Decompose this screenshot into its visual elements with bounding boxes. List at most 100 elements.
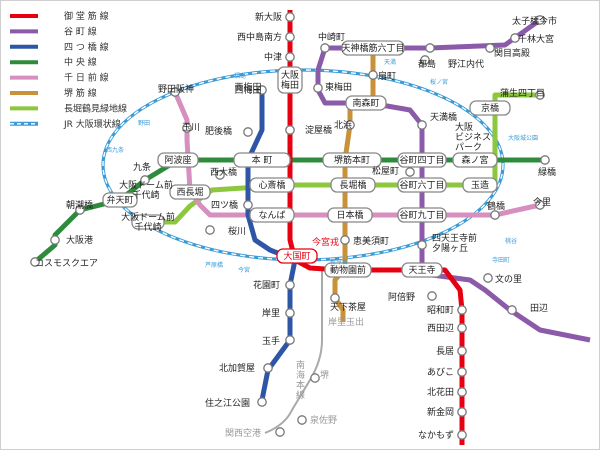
station-label-nishinagahori: 西長堀 <box>176 187 203 198</box>
station-marker-higashiumeda[interactable] <box>313 83 323 93</box>
station-box-dome[interactable] <box>131 214 165 230</box>
station-marker-sembayashi[interactable] <box>510 33 520 43</box>
station-marker-nakatsu[interactable] <box>285 52 295 62</box>
station-marker-sakuragawa[interactable] <box>205 225 215 235</box>
station-marker-nishiohashi[interactable] <box>215 170 225 180</box>
station-marker-osakako[interactable] <box>50 235 60 245</box>
station-label-nakatsu: 中津 <box>264 51 282 63</box>
station-label-dobutsuen: 動物園前 <box>330 264 366 276</box>
station-box-tennoji[interactable] <box>401 262 443 278</box>
station-box-bentencho[interactable] <box>102 192 138 208</box>
station-marker-nishinakajima[interactable] <box>285 32 295 42</box>
station-label-gamo4: 蒲生四丁目 <box>500 87 545 99</box>
station-marker-kansai_airport[interactable] <box>275 427 285 437</box>
station-box-tanimachi4[interactable] <box>397 152 447 168</box>
station-marker-temmabashi[interactable] <box>417 120 427 130</box>
station-label-yodoyabashi: 淀屋橋 <box>305 124 332 136</box>
station-marker-hanazonocho[interactable] <box>285 280 295 290</box>
station-marker-abiko[interactable] <box>457 367 467 377</box>
legend-label-yotsubashi: 四 つ 橋 線 <box>64 41 109 53</box>
station-marker-imazato[interactable] <box>535 200 545 210</box>
station-box-hommachi[interactable] <box>233 152 291 168</box>
station-marker-kujo[interactable] <box>140 175 150 185</box>
station-label-cosmo: コスモスクエア <box>35 258 98 269</box>
station-box-nishinagahori[interactable] <box>169 184 211 200</box>
station-marker-tengachaya[interactable] <box>330 293 340 303</box>
station-box-sakaisuji_hommachi[interactable] <box>322 152 382 168</box>
station-marker-cosmo_marker[interactable] <box>30 257 40 267</box>
station-label-nakazakicho: 中崎町 <box>318 31 345 43</box>
station-box-tanimachi9[interactable] <box>397 207 447 223</box>
station-marker-showacho[interactable] <box>457 305 467 315</box>
station-marker-asashiobashi[interactable] <box>75 205 85 215</box>
station-marker-nagai[interactable] <box>457 346 467 356</box>
station-marker-yodoyabashi[interactable] <box>285 125 295 135</box>
station-marker-ogimachi[interactable] <box>368 70 378 80</box>
station-box-tenjinbashi[interactable] <box>341 40 405 56</box>
station-marker-nakamozu[interactable] <box>457 430 467 440</box>
station-box-umeda[interactable] <box>277 66 303 94</box>
station-marker-gamo4[interactable] <box>535 90 545 100</box>
station-marker-kishinosato[interactable] <box>285 308 295 318</box>
station-box-kyobashi[interactable] <box>469 100 511 116</box>
station-marker-sakai[interactable] <box>310 373 320 383</box>
station-label-higobashi: 肥後橋 <box>205 125 232 137</box>
station-label-showacho: 昭和町 <box>427 305 454 316</box>
station-box-morinomiya[interactable] <box>452 152 498 168</box>
station-box-nagahoribashi[interactable] <box>330 177 376 193</box>
station-marker-shitennoji[interactable] <box>417 240 427 250</box>
station-marker-nodahanshin[interactable] <box>170 87 180 97</box>
station-marker-higobashi[interactable] <box>243 127 253 137</box>
station-label-tanabe: 田辺 <box>530 303 548 314</box>
station-marker-yotsubashi_st[interactable] <box>243 200 253 210</box>
station-label-kitakagaya: 北加賀屋 <box>219 362 255 374</box>
jr-label-temma: 天満 <box>384 58 396 66</box>
station-box-tanimachi6[interactable] <box>397 177 447 193</box>
station-label-izumisano: 泉佐野 <box>310 414 337 426</box>
station-marker-suminoe[interactable] <box>257 397 267 407</box>
station-label-tamagawa: 玉川 <box>182 122 200 133</box>
station-box-dobutsuen[interactable] <box>324 262 372 278</box>
station-marker-abeno[interactable] <box>427 291 437 301</box>
station-marker-shin_osaka[interactable] <box>285 12 295 22</box>
station-marker-noe[interactable] <box>425 43 435 53</box>
station-label-morinomiya: 森ノ宮 <box>461 154 488 166</box>
station-marker-shinkanaoka[interactable] <box>457 407 467 417</box>
station-marker-ebisucho[interactable] <box>340 235 350 245</box>
station-box-awaza[interactable] <box>157 152 199 168</box>
station-marker-sekime[interactable] <box>485 43 495 53</box>
station-label-nippombashi: 日本橋 <box>336 209 363 221</box>
station-marker-fuminosato[interactable] <box>483 273 493 283</box>
jr-label-shinimamiya: 新今宮 <box>330 258 348 266</box>
station-marker-tanabe[interactable] <box>507 305 517 315</box>
station-box-namba[interactable] <box>249 207 295 223</box>
station-label-awaza: 阿波座 <box>164 154 191 166</box>
station-marker-kitahama[interactable] <box>345 120 355 130</box>
station-box-daikokucho[interactable] <box>276 248 318 264</box>
station-marker-kitakagaya[interactable] <box>263 363 273 373</box>
station-marker-matsuyamachi[interactable] <box>405 167 415 177</box>
station-marker-tachibana[interactable] <box>535 15 545 25</box>
station-marker-tamagawa[interactable] <box>182 123 192 133</box>
station-marker-midoribashi[interactable] <box>540 155 550 165</box>
station-marker-nishitanabe[interactable] <box>457 323 467 333</box>
station-label-nakamozu: なかもず <box>418 430 454 441</box>
station-marker-izumisano[interactable] <box>297 415 307 425</box>
station-box-tamatsukuri[interactable] <box>462 177 498 193</box>
station-label-tsuruhashi: 鶴橋 <box>487 200 505 212</box>
station-marker-tsuruhashi[interactable] <box>490 210 500 220</box>
station-box-shinsaibashi[interactable] <box>249 177 295 193</box>
station-marker-nishiumeda[interactable] <box>257 85 267 95</box>
station-box-minamimorimachi[interactable] <box>345 95 387 111</box>
station-marker-kitahanada[interactable] <box>457 387 467 397</box>
station-marker-miyakojima_marker[interactable] <box>420 55 430 65</box>
station-label-kansai_airport: 関西空港 <box>225 427 261 439</box>
station-label-nishitanabe: 西田辺 <box>427 323 454 334</box>
station-box-nippombashi[interactable] <box>327 207 373 223</box>
station-label-yotsubashi_st: 四ツ橋 <box>211 199 238 211</box>
station-marker-nakazakicho[interactable] <box>320 43 330 53</box>
station-label-tanimachi9: 谷町九丁目 <box>399 210 444 221</box>
station-label-asashiobashi: 朝潮橋 <box>66 199 93 211</box>
station-marker-tamade[interactable] <box>285 335 295 345</box>
station-label-kitahanada: 北花田 <box>427 386 454 398</box>
